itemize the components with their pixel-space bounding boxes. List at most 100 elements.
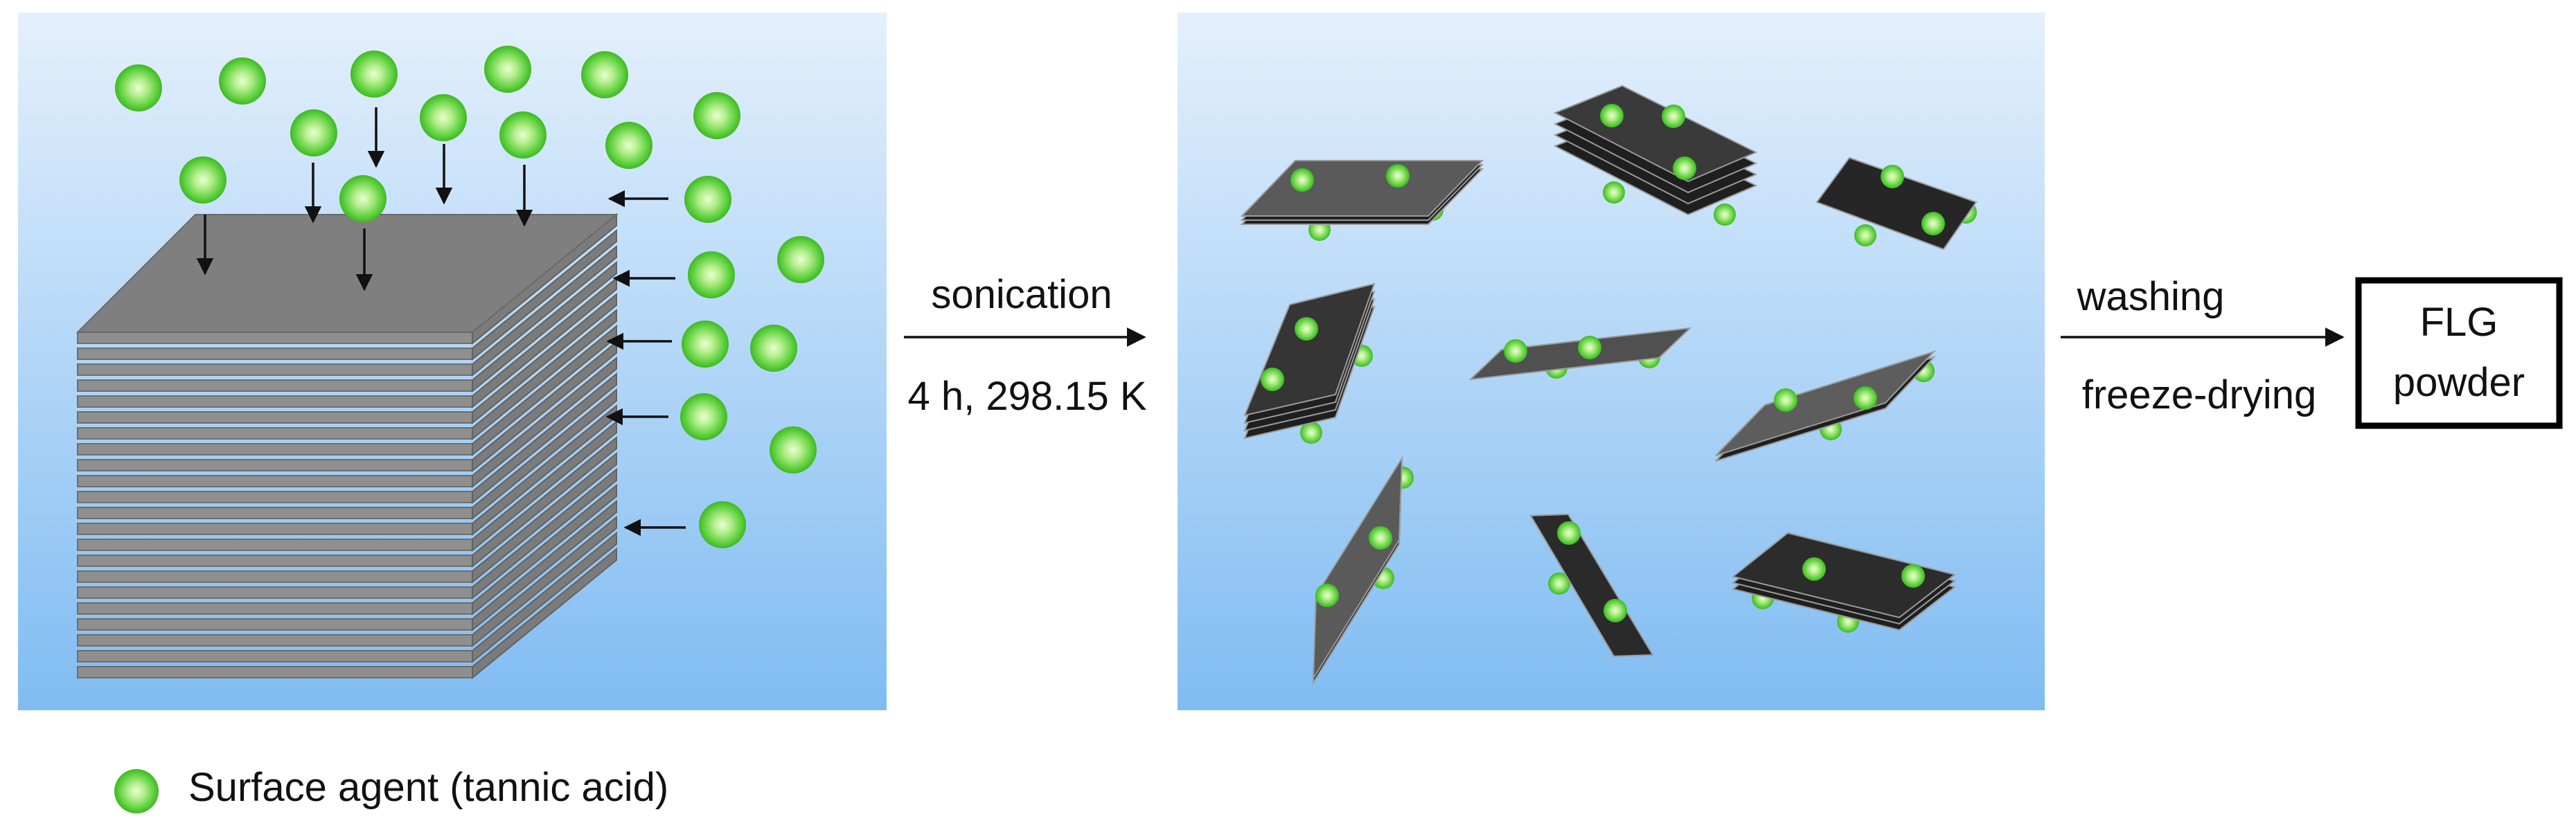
graphite-sheet bbox=[77, 348, 473, 360]
surface-agent-sphere bbox=[1854, 386, 1877, 410]
graphite-sheet-side bbox=[472, 244, 617, 377]
graphite-sheet bbox=[77, 411, 473, 424]
surface-agent-sphere bbox=[1921, 212, 1945, 235]
product-box-border bbox=[2355, 277, 2563, 429]
graphite-sheet-side bbox=[472, 483, 617, 616]
graphene-flake bbox=[1553, 84, 1758, 226]
graphite-sheet bbox=[77, 650, 473, 662]
surface-agent-sphere bbox=[219, 57, 266, 105]
surface-agent-sphere bbox=[350, 51, 398, 98]
graphite-sheet bbox=[77, 443, 473, 455]
surface-agent-sphere bbox=[693, 92, 740, 139]
surface-agent-sphere bbox=[1548, 572, 1570, 595]
graphite-sheet bbox=[77, 395, 473, 408]
graphite-sheet-side bbox=[472, 276, 617, 409]
surface-agent-spheres bbox=[115, 46, 824, 548]
graphite-sheet bbox=[77, 363, 473, 376]
graphite-sheet bbox=[77, 554, 473, 567]
surface-agent-sphere bbox=[1315, 584, 1339, 607]
graphite-sheet bbox=[77, 427, 473, 440]
graphite-sheet-side bbox=[472, 531, 617, 664]
sonication-step: sonication 4 h, 298.15 K bbox=[904, 272, 1147, 419]
surface-agent-sphere bbox=[1662, 105, 1685, 128]
surface-agent-sphere bbox=[1881, 165, 1904, 188]
graphite-sheet-side bbox=[472, 308, 617, 441]
graphene-flake bbox=[1240, 160, 1484, 241]
graphite-sheet-side bbox=[472, 292, 617, 425]
surface-agent-sphere bbox=[1557, 521, 1581, 545]
graphite-sheet bbox=[77, 459, 473, 471]
surface-agent-sphere bbox=[699, 501, 746, 548]
surface-agent-sphere bbox=[1774, 388, 1797, 412]
flake-layer bbox=[1312, 455, 1403, 681]
graphite-panel bbox=[18, 12, 887, 710]
surface-agent-sphere bbox=[1802, 557, 1826, 581]
surface-agent-sphere bbox=[179, 156, 226, 204]
legend-label: Surface agent (tannic acid) bbox=[188, 765, 668, 810]
surface-agent-sphere bbox=[1300, 422, 1322, 444]
surface-agent-sphere bbox=[750, 325, 797, 372]
surface-agent-sphere bbox=[1854, 224, 1876, 246]
surface-agent-sphere bbox=[1604, 599, 1627, 622]
graphite-sheet bbox=[77, 523, 473, 535]
graphite-sheet-side bbox=[472, 515, 617, 648]
graphite-sheet bbox=[77, 539, 473, 551]
graphene-flake bbox=[1715, 350, 1937, 462]
surface-agent-sphere bbox=[1295, 317, 1318, 341]
flake-layer bbox=[1529, 513, 1654, 658]
surface-agent-sphere bbox=[1714, 204, 1736, 226]
graphite-sheet-side bbox=[472, 451, 617, 584]
graphite-sheet-side bbox=[472, 356, 617, 489]
graphite-sheet bbox=[77, 507, 473, 519]
graphene-flakes bbox=[1240, 84, 1978, 685]
graphene-flake bbox=[1312, 455, 1414, 685]
graphene-flake bbox=[1243, 282, 1376, 444]
graphite-sheet bbox=[77, 491, 473, 503]
graphite-sheet bbox=[77, 602, 473, 615]
graphene-flake bbox=[1529, 513, 1654, 658]
surface-agent-sphere bbox=[1603, 181, 1625, 204]
exfoliated-panel bbox=[1178, 12, 2045, 710]
graphene-flake bbox=[1731, 532, 1957, 633]
washing-label: washing bbox=[2077, 274, 2225, 319]
flake-layer bbox=[1731, 532, 1957, 619]
graphite-sheet-side bbox=[472, 435, 617, 568]
graphite-sheet bbox=[77, 666, 473, 678]
surface-agent-sphere bbox=[1386, 164, 1410, 188]
surface-agent-sphere bbox=[1673, 156, 1696, 180]
product-line-2: powder bbox=[2393, 360, 2525, 405]
surface-agent-sphere bbox=[499, 111, 547, 159]
graphite-stack bbox=[75, 213, 619, 680]
graphite-sheet bbox=[77, 379, 473, 392]
graphite-sheet bbox=[77, 586, 473, 599]
graphite-sheet-side bbox=[472, 499, 617, 632]
surface-agent-sphere bbox=[115, 64, 162, 111]
graphite-sheet-side bbox=[472, 228, 617, 361]
green-sphere-icon bbox=[114, 769, 159, 813]
graphite-sheet-side bbox=[472, 419, 617, 552]
surface-agent-sphere bbox=[1290, 168, 1314, 192]
surface-agent-sphere bbox=[581, 51, 628, 98]
surface-agent-sphere bbox=[688, 251, 735, 298]
graphite-sheet-side bbox=[472, 467, 617, 600]
flake-layer bbox=[1715, 350, 1937, 456]
graphite-sheet-side bbox=[472, 372, 617, 505]
surface-agent-sphere bbox=[682, 321, 729, 368]
product-box: FLG powder bbox=[2355, 277, 2563, 429]
sonication-condition: 4 h, 298.15 K bbox=[907, 374, 1146, 419]
product-line-1: FLG bbox=[2420, 300, 2498, 345]
graphene-flake bbox=[1815, 156, 1978, 251]
legend: Surface agent (tannic acid) bbox=[114, 765, 668, 813]
surface-agent-sphere bbox=[770, 426, 817, 473]
surface-agent-sphere bbox=[484, 46, 531, 93]
graphite-sheet-side bbox=[472, 547, 617, 680]
surface-agent-sphere bbox=[339, 175, 387, 222]
intercalation-arrows bbox=[196, 107, 686, 536]
surface-agent-sphere bbox=[684, 176, 731, 223]
sonication-label: sonication bbox=[931, 272, 1112, 317]
surface-agent-sphere bbox=[777, 236, 824, 283]
surface-agent-sphere bbox=[1901, 564, 1925, 588]
surface-agent-sphere bbox=[290, 109, 337, 156]
surface-agent-sphere bbox=[605, 122, 652, 169]
